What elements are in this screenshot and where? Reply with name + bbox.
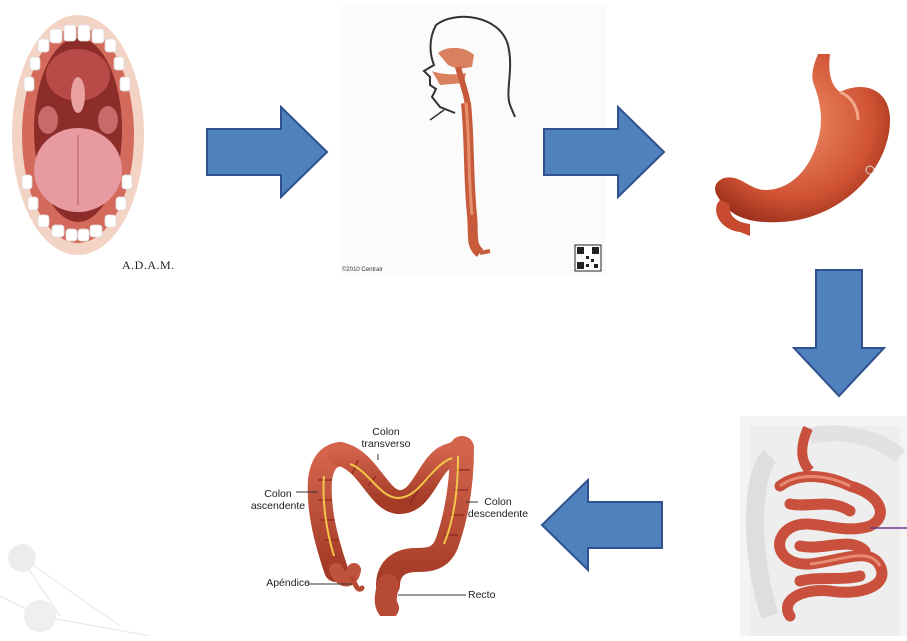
arrow-right-icon	[205, 105, 329, 199]
label-apendice: Apéndice	[254, 577, 310, 589]
adam-logo: A.D.A.M.	[122, 258, 175, 273]
stomach-illustration	[690, 40, 900, 250]
mouth-illustration	[8, 5, 148, 265]
mouth-panel	[8, 5, 148, 265]
small-intestine-panel	[740, 416, 907, 636]
colon-panel: Colon transverso Colon ascendente Colon …	[248, 420, 518, 616]
background-network-decoration	[0, 516, 200, 636]
label-colon-ascendente: Colon ascendente	[248, 488, 308, 512]
esophagus-copyright: ©2010 Centrair	[342, 267, 383, 273]
arrow-left-icon	[540, 478, 664, 572]
label-colon-transverso: Colon transverso	[354, 426, 418, 450]
stomach-panel	[690, 40, 900, 250]
label-recto: Recto	[468, 589, 508, 601]
label-colon-descendente: Colon descendente	[464, 496, 532, 520]
qr-code-icon	[575, 245, 601, 271]
small-intestine-illustration	[740, 416, 907, 636]
arrow-down-icon	[792, 268, 886, 398]
arrow-right-icon	[542, 105, 666, 199]
